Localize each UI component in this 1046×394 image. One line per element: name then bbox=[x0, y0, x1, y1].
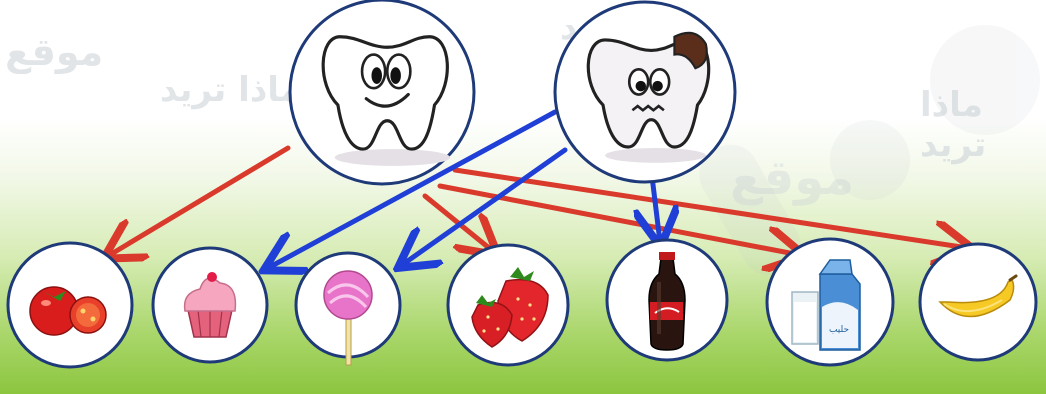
food-nodes: حليب bbox=[8, 239, 1036, 367]
cupcake-node bbox=[153, 248, 267, 362]
healthy-arrow-tomato bbox=[108, 148, 288, 256]
milk-label: حليب bbox=[829, 325, 849, 335]
milk-node: حليب bbox=[767, 239, 893, 365]
tomato-node bbox=[8, 243, 132, 367]
central-nodes bbox=[290, 0, 735, 184]
strawberry-node bbox=[448, 245, 568, 365]
healthy-tooth-node bbox=[290, 0, 474, 184]
decayed-tooth-node bbox=[555, 2, 735, 182]
banana-node bbox=[920, 244, 1036, 360]
lollipop-node bbox=[296, 253, 400, 365]
cola-node bbox=[607, 240, 727, 360]
